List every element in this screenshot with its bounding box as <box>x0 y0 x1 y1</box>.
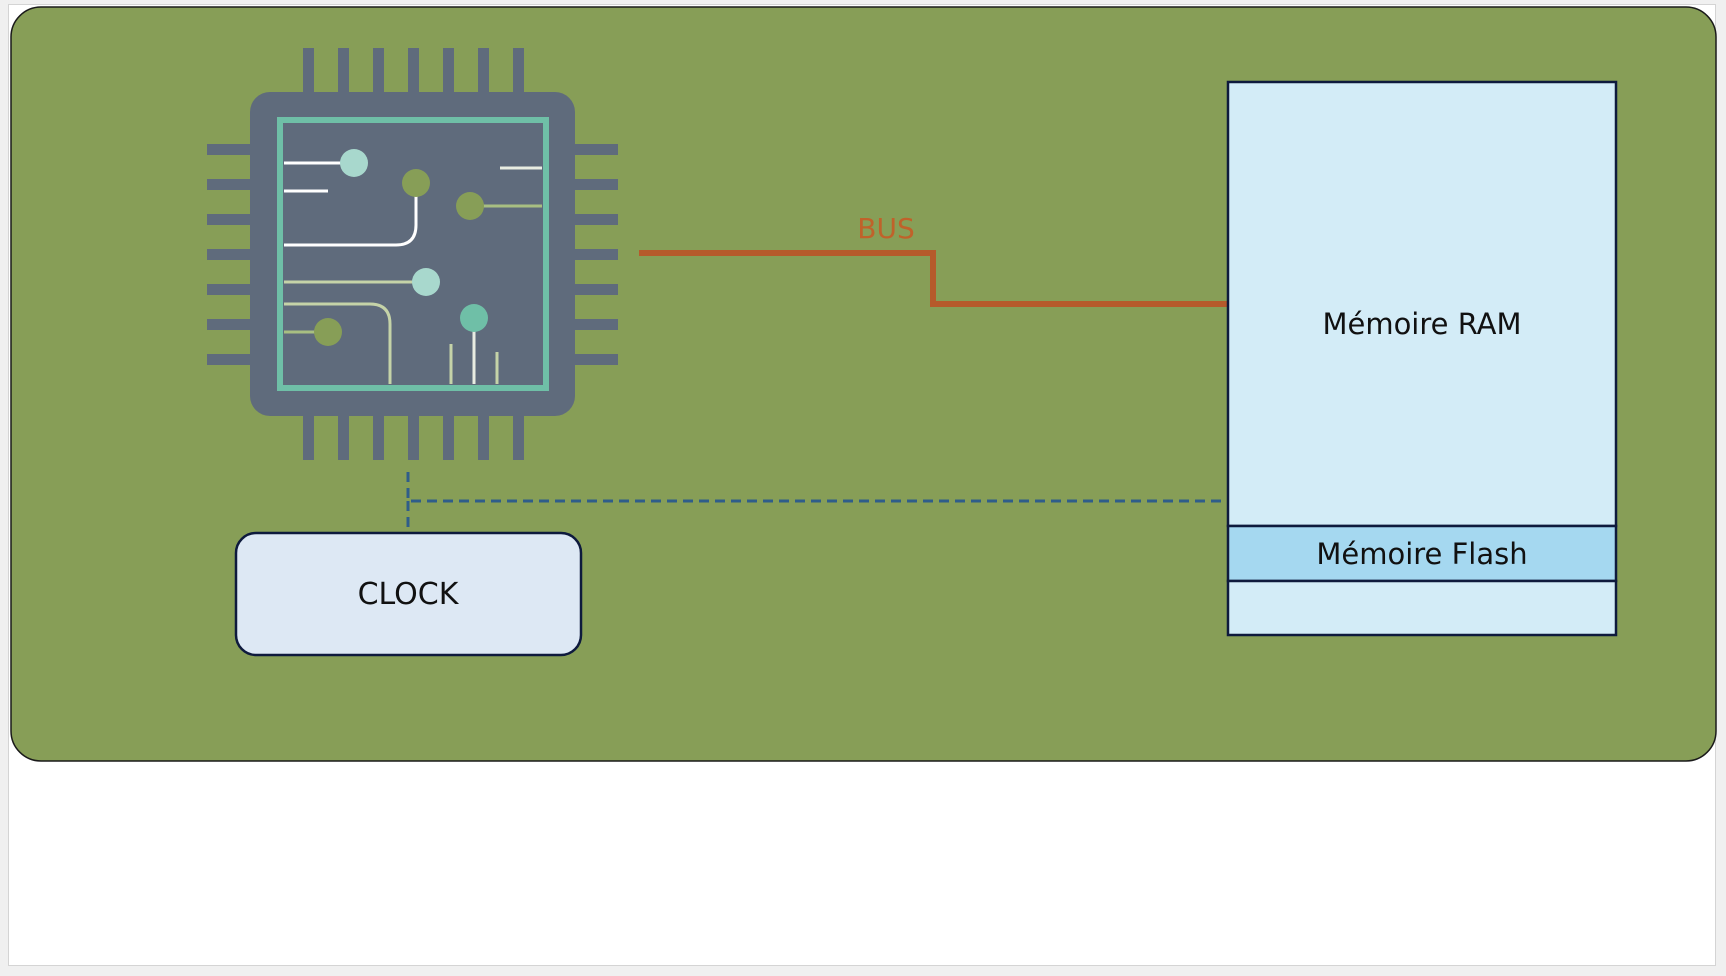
memory-bottom-region <box>1226 579 1618 637</box>
ram-label: Mémoire RAM <box>1322 307 1521 341</box>
bus-label: BUS <box>857 212 914 245</box>
chip-bottom-pins <box>303 410 524 460</box>
dashed-link <box>406 472 1228 503</box>
chip-left-pins <box>207 144 255 365</box>
clock-label: CLOCK <box>358 577 460 612</box>
memory-block: Mémoire RAM Mémoire Flash <box>1226 80 1618 637</box>
bus-line <box>639 250 1228 307</box>
chip-inner-frame <box>277 117 549 391</box>
chip-top-pins <box>303 48 524 94</box>
flash-region <box>1226 524 1618 583</box>
chip-body <box>250 92 575 416</box>
microcontroller-chip-icon <box>207 48 618 460</box>
chip-right-pins <box>570 144 618 365</box>
clock-box: CLOCK <box>234 531 583 657</box>
flash-label: Mémoire Flash <box>1316 537 1527 571</box>
ram-region <box>1226 80 1618 528</box>
chip-circuit-nodes <box>314 149 488 346</box>
